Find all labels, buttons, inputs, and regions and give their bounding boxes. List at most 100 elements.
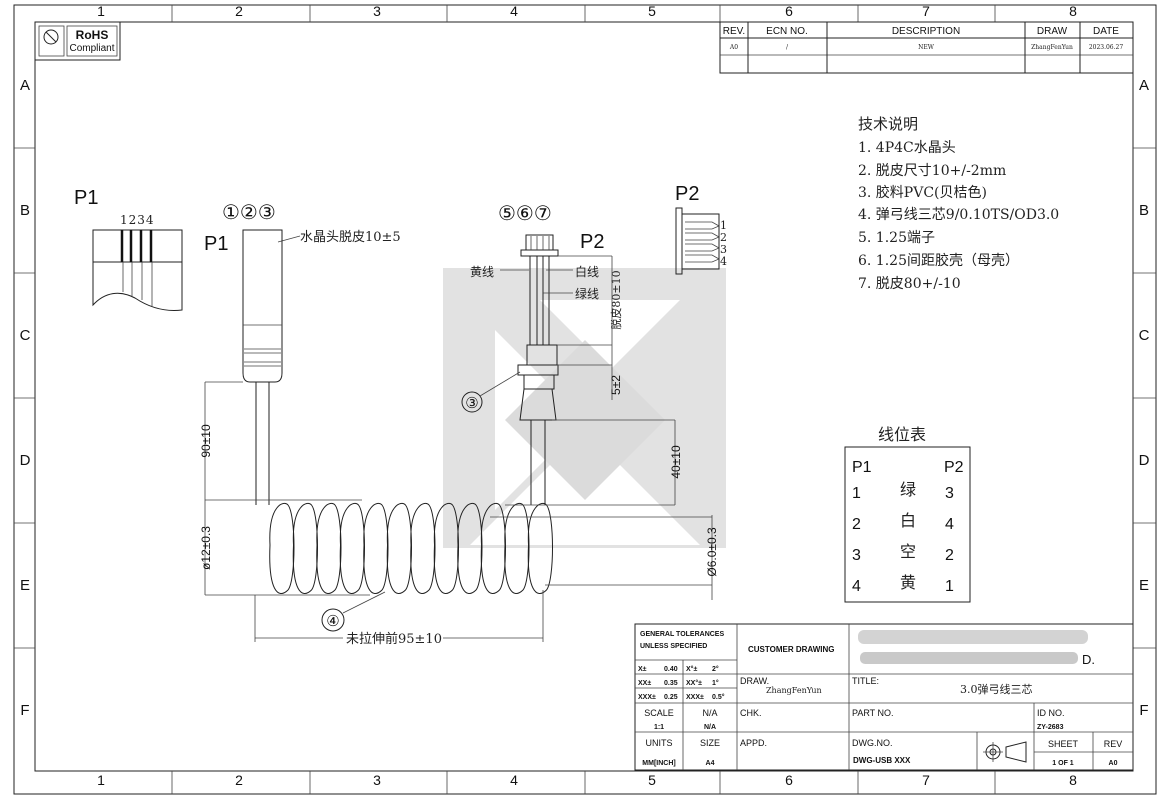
- p2-pin-2: 2: [720, 231, 727, 244]
- tolerance-cell: XX±: [638, 680, 651, 687]
- part-no-label: PART NO.: [852, 708, 894, 718]
- p1-pin-numbers: 1234: [120, 213, 155, 227]
- dim-90: 90±10: [199, 424, 213, 458]
- green-wire-label: 绿线: [575, 286, 599, 301]
- tolerance-cell: XX°±: [686, 679, 702, 687]
- dwg-no-label: DWG.NO.: [852, 738, 893, 748]
- p2-pin-1: 1: [720, 219, 727, 232]
- dim-5: 5±2: [609, 375, 623, 395]
- yellow-wire-label: 黄线: [470, 265, 494, 279]
- size-value: A4: [706, 760, 715, 767]
- company-name-blurred: D.: [858, 630, 1095, 667]
- coil-loop: [527, 503, 553, 595]
- dim-40: 40±10: [669, 445, 683, 479]
- wire-table-title: 线位表: [878, 425, 926, 444]
- row-label: C: [1139, 327, 1150, 344]
- column-label: 7: [922, 772, 930, 788]
- wire-table-color: 绿: [900, 480, 916, 499]
- column-label: 6: [785, 772, 793, 788]
- coil-loop: [504, 503, 530, 595]
- row-label: F: [1139, 702, 1148, 719]
- p1-side-label: P1: [204, 233, 228, 255]
- p1-connector: ①②③ P1 水晶头脱皮10±5: [204, 202, 401, 505]
- date-header: DATE: [1093, 26, 1119, 37]
- p2-pin-4: 4: [720, 255, 727, 268]
- sheet-value: 1 OF 1: [1052, 760, 1074, 767]
- rev-value: A0: [1109, 760, 1118, 767]
- p2-pin-3: 3: [720, 243, 727, 256]
- wire-table-p1-pin: 3: [852, 547, 861, 564]
- tolerances-subtitle: UNLESS SPECIFIED: [640, 643, 707, 650]
- ecn-header: ECN NO.: [766, 26, 808, 37]
- tolerance-cell: 1°: [712, 679, 719, 687]
- tolerance-cell: XXX±: [638, 694, 656, 701]
- tolerance-cell: 2°: [712, 665, 719, 673]
- id-no-value: ZY-2683: [1037, 724, 1064, 731]
- wire-table-p2-pin: 3: [945, 485, 954, 502]
- dwg-no-value: DWG-USB XXX: [853, 756, 911, 765]
- row-label: E: [1139, 577, 1149, 594]
- wire-table-p2-header: P2: [944, 459, 964, 476]
- wire-table-p2-pin: 4: [945, 516, 954, 533]
- rohs-title: RoHS: [76, 28, 109, 42]
- rev-value: A0: [729, 44, 738, 51]
- dim-dia-6: Ø6.0±0.3: [705, 527, 719, 577]
- rev-label: REV: [1104, 739, 1123, 749]
- column-label: 4: [510, 772, 518, 788]
- scale-label: SCALE: [644, 708, 674, 718]
- customer-drawing-label: CUSTOMER DRAWING: [748, 645, 835, 654]
- note-item: 7. 脱皮80+/-10: [858, 276, 961, 292]
- p1-strip-note: 水晶头脱皮10±5: [300, 230, 401, 245]
- dim-strip-80: 脱皮80±10: [609, 270, 623, 329]
- note-item: 2. 脱皮尺寸10+/-2mm: [858, 163, 1006, 179]
- white-wire-label: 白线: [575, 264, 599, 279]
- wire-table-p1-pin: 1: [852, 485, 861, 502]
- p2-label: P2: [580, 231, 604, 253]
- coil-loop: [339, 503, 365, 595]
- note-item: 6. 1.25间距胶壳（母壳）: [858, 252, 1019, 269]
- p1-label: P1: [74, 187, 98, 209]
- row-label: B: [20, 202, 30, 219]
- tolerance-cell: 0.40: [664, 666, 678, 673]
- coil-dimensions: 90±10 ø12±0.3 40±10 Ø6.0±0.3 未拉伸前95±10 ④: [199, 381, 719, 647]
- rev-header: REV.: [723, 26, 745, 37]
- na-label: N/A: [702, 708, 717, 718]
- sheet-label: SHEET: [1048, 739, 1079, 749]
- coil-loop: [480, 503, 506, 595]
- coil-loop: [433, 503, 459, 595]
- wire-table-p2-pin: 2: [945, 547, 954, 564]
- note-item: 1. 4P4C水晶头: [858, 140, 956, 156]
- coil-loop: [386, 503, 412, 595]
- column-label: 2: [235, 772, 243, 788]
- wire-table-color: 空: [900, 542, 916, 561]
- note-item: 5. 1.25端子: [858, 230, 935, 246]
- title-value: 3.0弹弓线三芯: [960, 682, 1033, 696]
- row-label: D: [1139, 452, 1150, 469]
- coil-loop: [410, 503, 436, 595]
- units-value: MM[INCH]: [642, 760, 675, 767]
- wire-table-p1-pin: 2: [852, 516, 861, 533]
- company-suffix: D.: [1082, 652, 1095, 667]
- wire-table-color: 黄: [900, 573, 916, 592]
- coil-loop: [316, 503, 342, 595]
- p1-callouts: ①②③: [222, 202, 276, 224]
- note-item: 4. 弹弓线三芯9/0.10TS/OD3.0: [858, 207, 1059, 223]
- coil-loop: [457, 503, 483, 595]
- id-no-label: ID NO.: [1037, 708, 1065, 718]
- row-label: B: [1139, 202, 1149, 219]
- draw-label: DRAW.: [740, 676, 769, 686]
- row-label: C: [20, 327, 31, 344]
- column-label: 1: [97, 772, 105, 788]
- rohs-badge: RoHS Compliant: [34, 21, 121, 61]
- title-block: GENERAL TOLERANCES UNLESS SPECIFIED X±0.…: [634, 623, 1134, 771]
- revision-table: REV. ECN NO. DESCRIPTION DRAW DATE A0 / …: [719, 21, 1134, 74]
- row-label: E: [20, 577, 30, 594]
- coil-loop: [269, 503, 295, 595]
- scale-value: 1:1: [654, 724, 664, 731]
- no-lead-icon: [43, 29, 59, 45]
- projection-symbol-icon: [983, 741, 1027, 763]
- title-label: TITLE:: [852, 676, 879, 686]
- tolerances-title: GENERAL TOLERANCES: [640, 631, 724, 638]
